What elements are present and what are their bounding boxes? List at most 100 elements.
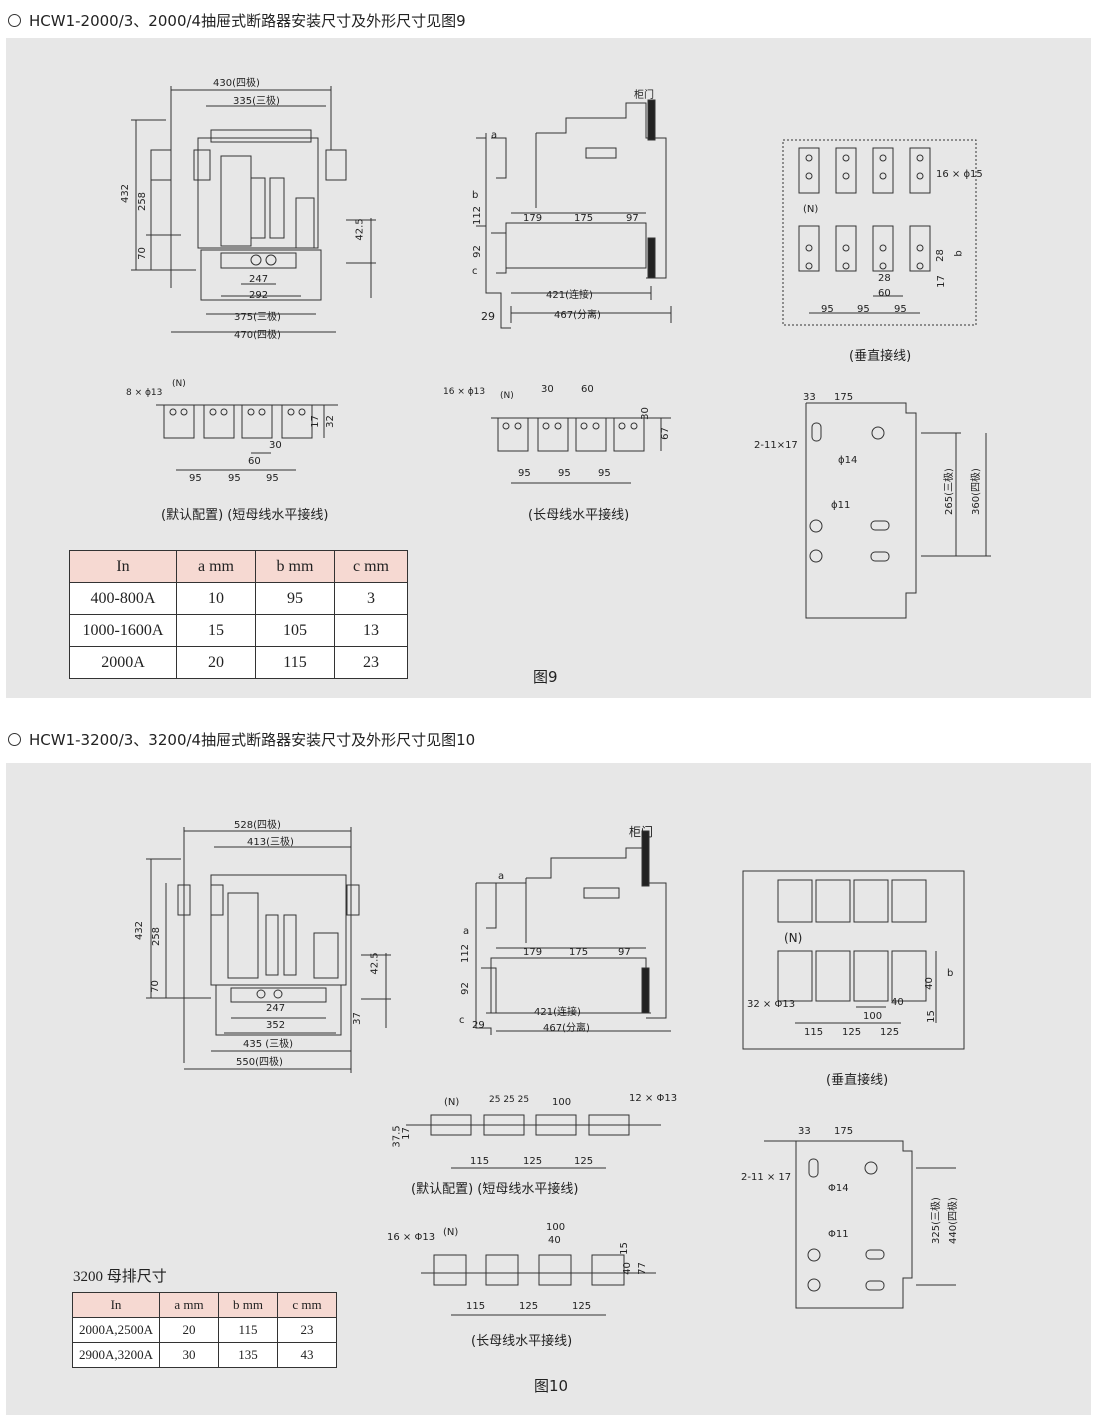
neutral-label: (N) bbox=[784, 931, 803, 945]
dim-c: c bbox=[459, 1015, 465, 1026]
dim-258: 258 bbox=[137, 191, 149, 212]
dim-115-short: 115 bbox=[470, 1156, 490, 1167]
dim-292: 292 bbox=[249, 290, 269, 301]
dim-125-b: 125 bbox=[880, 1027, 900, 1038]
table-cell: 20 bbox=[159, 1317, 219, 1343]
dim-29: 29 bbox=[472, 1020, 485, 1031]
dim-77-long: 77 bbox=[636, 1262, 648, 1275]
vertical-wiring-10 bbox=[742, 870, 965, 1050]
dim-100: 100 bbox=[863, 1011, 883, 1022]
side-view-9 bbox=[476, 99, 672, 329]
table-cell: 400-800A bbox=[69, 582, 177, 615]
dim-360: 360(四极) bbox=[970, 468, 982, 515]
header-a: a mm bbox=[159, 1292, 219, 1318]
holes-12-phi13: 12 × Φ13 bbox=[629, 1093, 678, 1104]
long-bus-10 bbox=[421, 1254, 656, 1316]
dim-17: 17 bbox=[935, 275, 947, 288]
dim-95-short-b: 95 bbox=[228, 473, 241, 484]
dim-97: 97 bbox=[626, 213, 639, 224]
slot-2-11x17: 2-11×17 bbox=[754, 440, 798, 451]
dim-a2: a bbox=[463, 926, 470, 937]
caption-vertical-9: (垂直接线) bbox=[849, 349, 912, 364]
dim-421: 421(连接) bbox=[546, 290, 593, 301]
dim-115-long: 115 bbox=[466, 1301, 486, 1312]
dim-95-long-c: 95 bbox=[598, 468, 611, 479]
phi11-label: ϕ11 bbox=[831, 500, 851, 511]
phi11-label: Φ11 bbox=[828, 1229, 849, 1240]
dim-440: 440(四极) bbox=[947, 1197, 959, 1244]
phi14-label: Φ14 bbox=[828, 1183, 849, 1194]
dim-247: 247 bbox=[266, 1003, 286, 1014]
neutral-label-short: (N) bbox=[444, 1097, 460, 1108]
header-in: In bbox=[69, 550, 177, 583]
dim-95-long-b: 95 bbox=[558, 468, 571, 479]
table-cell: 135 bbox=[218, 1342, 278, 1368]
dim-95-c: 95 bbox=[894, 304, 907, 315]
table-row: 1000-1600A 15 105 13 bbox=[69, 614, 408, 647]
table-row: 2900A,3200A 30 135 43 bbox=[72, 1342, 337, 1368]
dim-112: 112 bbox=[460, 943, 472, 964]
dim-97: 97 bbox=[618, 947, 631, 958]
front-view-9 bbox=[131, 86, 376, 333]
header-c: c mm bbox=[334, 550, 408, 583]
section10-heading-text: HCW1-3200/3、3200/4抽屉式断路器安装尺寸及外形尺寸见图10 bbox=[29, 731, 476, 749]
dim-432: 432 bbox=[120, 183, 132, 204]
header-b: b mm bbox=[218, 1292, 278, 1318]
dim-125-short-a: 125 bbox=[523, 1156, 543, 1167]
dim-30-long: 30 bbox=[541, 384, 554, 395]
dim-100-long: 100 bbox=[546, 1222, 566, 1233]
dim-179: 179 bbox=[523, 213, 543, 224]
dim-b: b bbox=[947, 968, 954, 979]
dim-125-long-a: 125 bbox=[519, 1301, 539, 1312]
dim-17-short: 17 bbox=[400, 1127, 412, 1140]
dim-467: 467(分离) bbox=[543, 1023, 590, 1034]
dim-28-v: 28 bbox=[934, 249, 946, 262]
caption-vertical-10: (垂直接线) bbox=[826, 1073, 889, 1088]
section9-heading-text: HCW1-2000/3、2000/4抽屉式断路器安装尺寸及外形尺寸见图9 bbox=[29, 12, 466, 30]
dim-30-short: 30 bbox=[269, 440, 282, 451]
table-cell: 2900A,3200A bbox=[72, 1342, 160, 1368]
dim-430: 430(四极) bbox=[213, 78, 260, 89]
dim-15: 15 bbox=[925, 1010, 937, 1023]
phi14-label: ϕ14 bbox=[838, 455, 858, 466]
table-cell: 10 bbox=[176, 582, 256, 615]
caption-short-bus-9: (默认配置) (短母线水平接线) bbox=[161, 508, 329, 523]
table-cell: 15 bbox=[176, 614, 256, 647]
dim-33: 33 bbox=[798, 1126, 811, 1137]
figure9-panel: 430(四极) 335(三极) 432 258 70 42.5 247 292 … bbox=[6, 38, 1091, 698]
table-cell: 23 bbox=[334, 646, 408, 679]
dim-32-short: 32 bbox=[324, 415, 336, 428]
mounting-9 bbox=[805, 402, 991, 619]
figure9-drawing bbox=[131, 86, 991, 619]
dim-325: 325(三极) bbox=[930, 1197, 942, 1244]
table-cell: 115 bbox=[255, 646, 335, 679]
dim-25-25-25: 25 25 25 bbox=[489, 1095, 530, 1105]
long-bus-9 bbox=[491, 417, 671, 484]
dim-125-short-b: 125 bbox=[574, 1156, 594, 1167]
dim-95-long-a: 95 bbox=[518, 468, 531, 479]
neutral-label-short: (N) bbox=[172, 379, 186, 389]
door-label: 柜门 bbox=[634, 90, 654, 101]
vertical-wiring-9 bbox=[782, 139, 977, 326]
dim-60-long: 60 bbox=[581, 384, 594, 395]
section10-heading: HCW1-3200/3、3200/4抽屉式断路器安装尺寸及外形尺寸见图10 bbox=[8, 729, 475, 750]
dim-175: 175 bbox=[569, 947, 589, 958]
dim-95-b: 95 bbox=[857, 304, 870, 315]
figure-10-label: 图10 bbox=[534, 1377, 569, 1395]
figure10-drawing bbox=[146, 827, 965, 1316]
dim-550: 550(四极) bbox=[236, 1057, 283, 1068]
dim-b: b bbox=[472, 190, 479, 201]
dim-175-mount: 175 bbox=[834, 392, 854, 403]
dim-470: 470(四极) bbox=[234, 330, 281, 341]
dim-a: a bbox=[498, 871, 505, 882]
dim-179: 179 bbox=[523, 947, 543, 958]
dim-95-short-c: 95 bbox=[266, 473, 279, 484]
dim-15-long: 15 bbox=[618, 1242, 630, 1255]
dim-125-a: 125 bbox=[842, 1027, 862, 1038]
dim-40-long: 40 bbox=[548, 1235, 561, 1246]
slot-2-11x17: 2-11 × 17 bbox=[741, 1172, 792, 1183]
table-cell: 23 bbox=[277, 1317, 337, 1343]
spec-table-10: In a mm b mm c mm 2000A,2500A 20 115 23 … bbox=[72, 1292, 337, 1368]
table-row: 400-800A 10 95 3 bbox=[69, 582, 408, 615]
header-a: a mm bbox=[176, 550, 256, 583]
